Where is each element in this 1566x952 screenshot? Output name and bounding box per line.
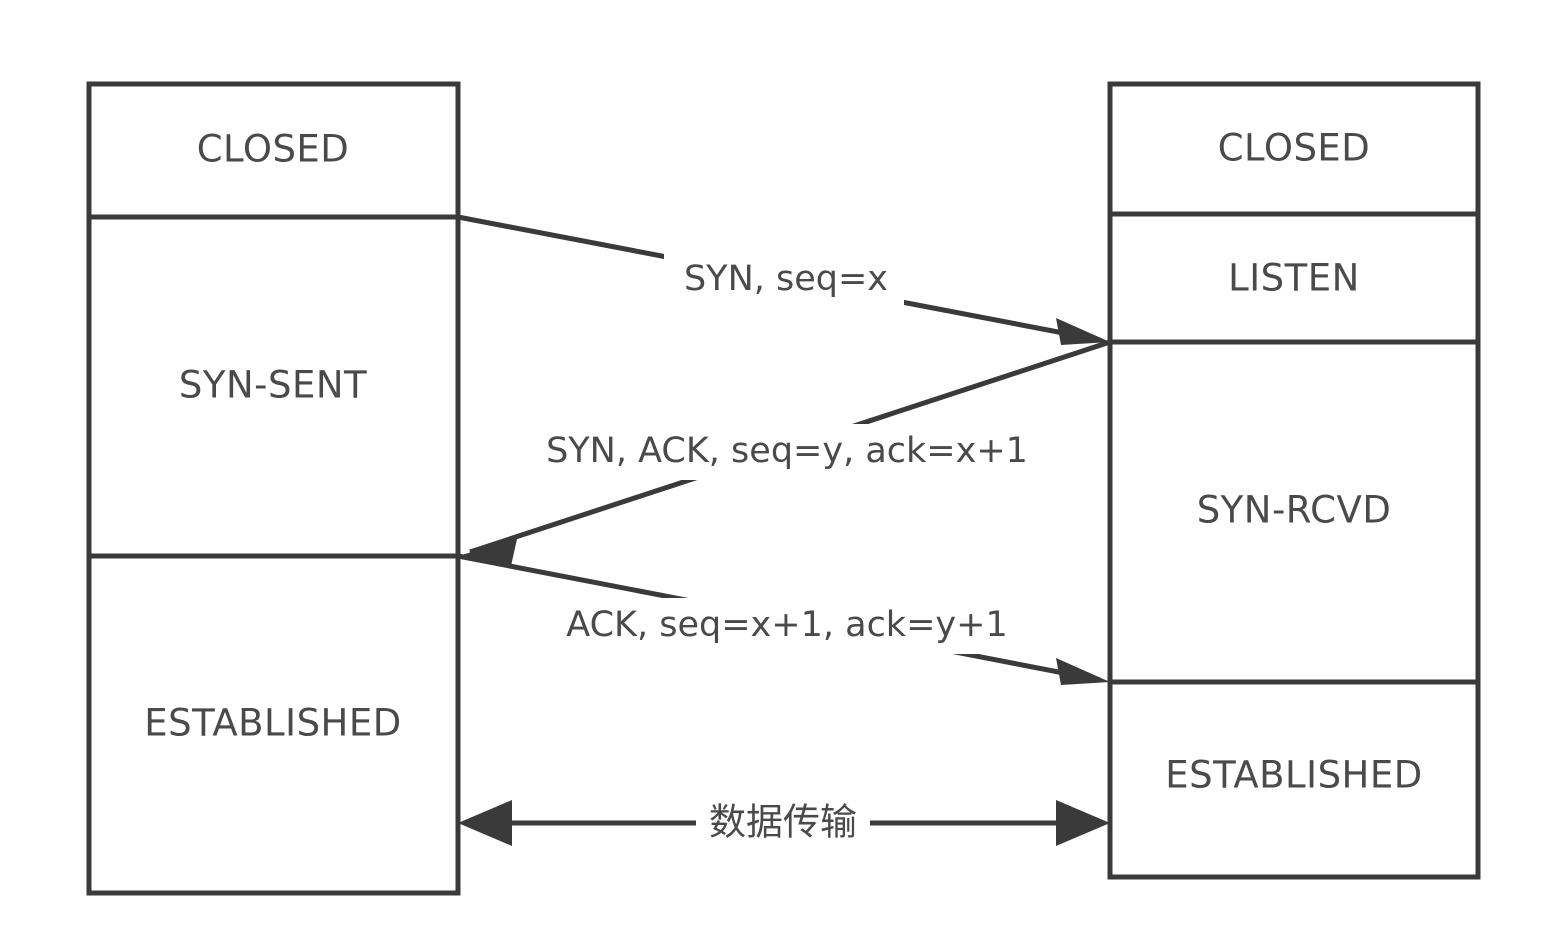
- message-syn-ack-arrowhead: [458, 539, 517, 566]
- server-state-syn-rcvd: SYN-RCVD: [1197, 489, 1392, 532]
- client-state-established: ESTABLISHED: [144, 702, 402, 745]
- server-state-closed: CLOSED: [1218, 127, 1371, 170]
- message-syn-ack-label-mask: [534, 424, 1040, 480]
- message-syn-ack-label: SYN, ACK, seq=y, ack=x+1: [546, 431, 1028, 471]
- message-ack-label: ACK, seq=x+1, ack=y+1: [566, 605, 1007, 645]
- message-data-transfer: 数据传输: [458, 798, 1110, 850]
- message-syn-label-mask: [664, 252, 904, 306]
- client-state-syn-sent: SYN-SENT: [179, 364, 367, 407]
- message-ack-label-mask: [552, 598, 1022, 654]
- message-data-transfer-label: 数据传输: [709, 801, 857, 844]
- message-ack: ACK, seq=x+1, ack=y+1: [457, 553, 1110, 685]
- client-state-closed: CLOSED: [197, 128, 350, 171]
- message-ack-arrowhead: [1056, 658, 1110, 685]
- server-state-listen: LISTEN: [1228, 257, 1360, 300]
- client-box-outline: [86, 81, 461, 896]
- client-column: CLOSED SYN-SENT ESTABLISHED: [86, 81, 461, 896]
- message-syn-ack: SYN, ACK, seq=y, ack=x+1: [458, 339, 1111, 566]
- message-data-transfer-label-mask: [696, 798, 870, 850]
- server-state-established: ESTABLISHED: [1165, 754, 1423, 797]
- message-syn-arrowhead: [1056, 318, 1110, 345]
- message-data-transfer-arrowhead-right: [1056, 800, 1110, 846]
- message-syn: SYN, seq=x: [457, 214, 1110, 345]
- server-column: CLOSED LISTEN SYN-RCVD ESTABLISHED: [1107, 81, 1481, 880]
- message-syn-label: SYN, seq=x: [684, 259, 888, 299]
- message-data-transfer-arrowhead-left: [458, 800, 512, 846]
